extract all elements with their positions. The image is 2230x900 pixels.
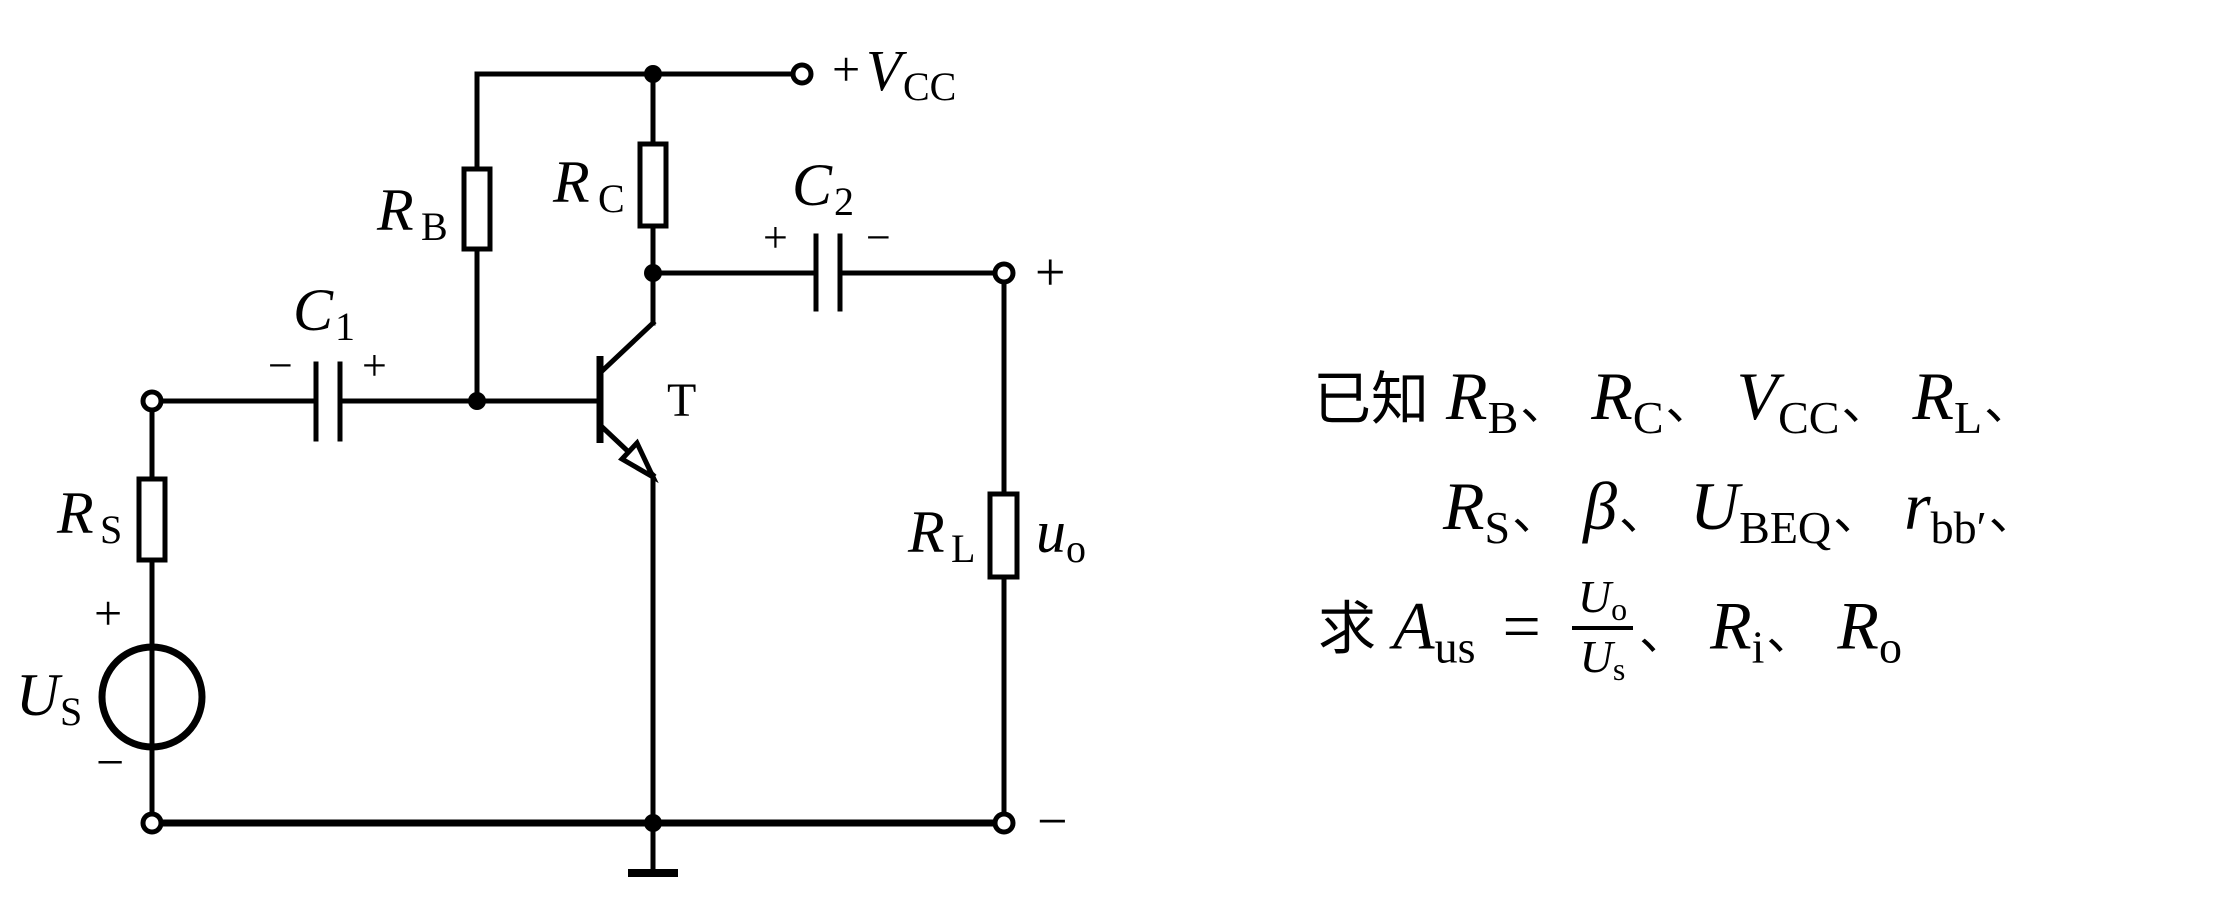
us-minus-sign: − bbox=[96, 734, 124, 790]
vcc-label: V bbox=[866, 38, 908, 103]
uo-label: u bbox=[1036, 499, 1066, 565]
resistor-rs bbox=[136, 476, 168, 563]
c1-label-sub: 1 bbox=[335, 304, 355, 349]
given-prefix: 已知 bbox=[1313, 365, 1430, 433]
output-minus-sign: − bbox=[1037, 791, 1067, 851]
c2-label-sub: 2 bbox=[834, 179, 854, 224]
rs-label-sub: S bbox=[100, 507, 122, 552]
rc-label: R bbox=[552, 149, 590, 215]
vcc-label-sub: CC bbox=[903, 64, 956, 109]
given-rb: R bbox=[1446, 358, 1488, 434]
output-terminal-negative bbox=[992, 811, 1016, 835]
transistor-collector-lead bbox=[596, 319, 657, 377]
rs-label: R bbox=[56, 480, 94, 546]
given-rc-sub: C bbox=[1632, 392, 1664, 443]
equals-sign: = bbox=[1502, 587, 1541, 664]
given-rs-sub: S bbox=[1484, 502, 1511, 553]
separator: 、 bbox=[1619, 485, 1668, 541]
resistor-rb bbox=[461, 166, 493, 252]
find-ri-sub: i bbox=[1751, 621, 1765, 673]
output-plus-sign: + bbox=[1035, 242, 1065, 302]
given-ubeq: U bbox=[1690, 468, 1740, 544]
c2-minus-sign: − bbox=[866, 213, 891, 262]
separator: 、 bbox=[1512, 485, 1561, 541]
base-junction-dot bbox=[468, 392, 486, 410]
given-ubeq-sub: BEQ bbox=[1739, 502, 1832, 553]
separator: 、 bbox=[1984, 375, 2033, 431]
find-ro: R bbox=[1837, 587, 1879, 664]
separator: 、 bbox=[1639, 604, 1688, 661]
find-aus: A bbox=[1393, 587, 1435, 664]
c1-minus-sign: − bbox=[268, 341, 293, 390]
rl-label-sub: L bbox=[951, 526, 975, 571]
problem-line-2: RS、 β、 UBEQ、 rbb′、 bbox=[1443, 472, 2043, 551]
c2-label: C bbox=[792, 152, 833, 218]
c1-label: C bbox=[293, 277, 334, 343]
given-rl-sub: L bbox=[1954, 392, 1983, 443]
resistor-rl bbox=[987, 491, 1020, 580]
separator: 、 bbox=[1665, 375, 1714, 431]
find-ro-sub: o bbox=[1878, 621, 1902, 673]
rc-label-sub: C bbox=[598, 176, 625, 221]
rb-label: R bbox=[376, 177, 414, 243]
separator: 、 bbox=[1988, 485, 2037, 541]
c2-plus-sign: + bbox=[763, 213, 788, 262]
given-vcc-sub: CC bbox=[1778, 392, 1840, 443]
vcc-terminal bbox=[790, 62, 814, 86]
separator: 、 bbox=[1841, 375, 1890, 431]
given-rb-sub: B bbox=[1487, 392, 1519, 443]
given-vcc: V bbox=[1736, 358, 1779, 434]
uo-label-sub: o bbox=[1066, 526, 1086, 571]
input-terminal bbox=[140, 389, 164, 413]
given-beta: β bbox=[1583, 468, 1618, 544]
rl-label: R bbox=[907, 499, 945, 565]
given-rs: R bbox=[1443, 468, 1485, 544]
vcc-plus-sign: + bbox=[832, 41, 860, 97]
ground-symbol-icon bbox=[628, 869, 678, 877]
problem-line-3: 求 Aus = Uo Us 、 Ri、 Ro bbox=[1318, 574, 1902, 686]
fraction-denominator: Us bbox=[1579, 631, 1626, 687]
given-rbb: r bbox=[1904, 468, 1931, 544]
vcc-rail-wire bbox=[474, 71, 795, 171]
given-rl: R bbox=[1912, 358, 1954, 434]
c1-plus-sign: + bbox=[362, 341, 387, 390]
us-label-sub: S bbox=[60, 689, 82, 734]
rb-label-sub: B bbox=[421, 204, 448, 249]
separator: 、 bbox=[1766, 604, 1815, 661]
find-prefix: 求 bbox=[1318, 594, 1377, 663]
separator: 、 bbox=[1520, 375, 1569, 431]
emitter-arrow-icon bbox=[618, 438, 659, 484]
resistor-rc bbox=[637, 141, 669, 229]
us-plus-sign: + bbox=[94, 585, 122, 641]
input-terminal-ground bbox=[140, 811, 164, 835]
us-label: U bbox=[16, 662, 63, 728]
find-aus-sub: us bbox=[1434, 621, 1476, 673]
problem-line-1: 已知 RB、 RC、 VCC、 RL、 bbox=[1313, 362, 2038, 441]
transistor-label: T bbox=[667, 374, 696, 427]
given-rbb-sub: bb′ bbox=[1930, 502, 1987, 553]
gain-fraction: Uo Us bbox=[1571, 574, 1634, 687]
separator: 、 bbox=[1833, 485, 1882, 541]
output-terminal-positive bbox=[992, 261, 1016, 285]
fraction-numerator: Uo bbox=[1571, 574, 1634, 630]
voltage-source-us bbox=[98, 643, 206, 751]
find-ri: R bbox=[1710, 587, 1752, 664]
given-rc: R bbox=[1591, 358, 1633, 434]
